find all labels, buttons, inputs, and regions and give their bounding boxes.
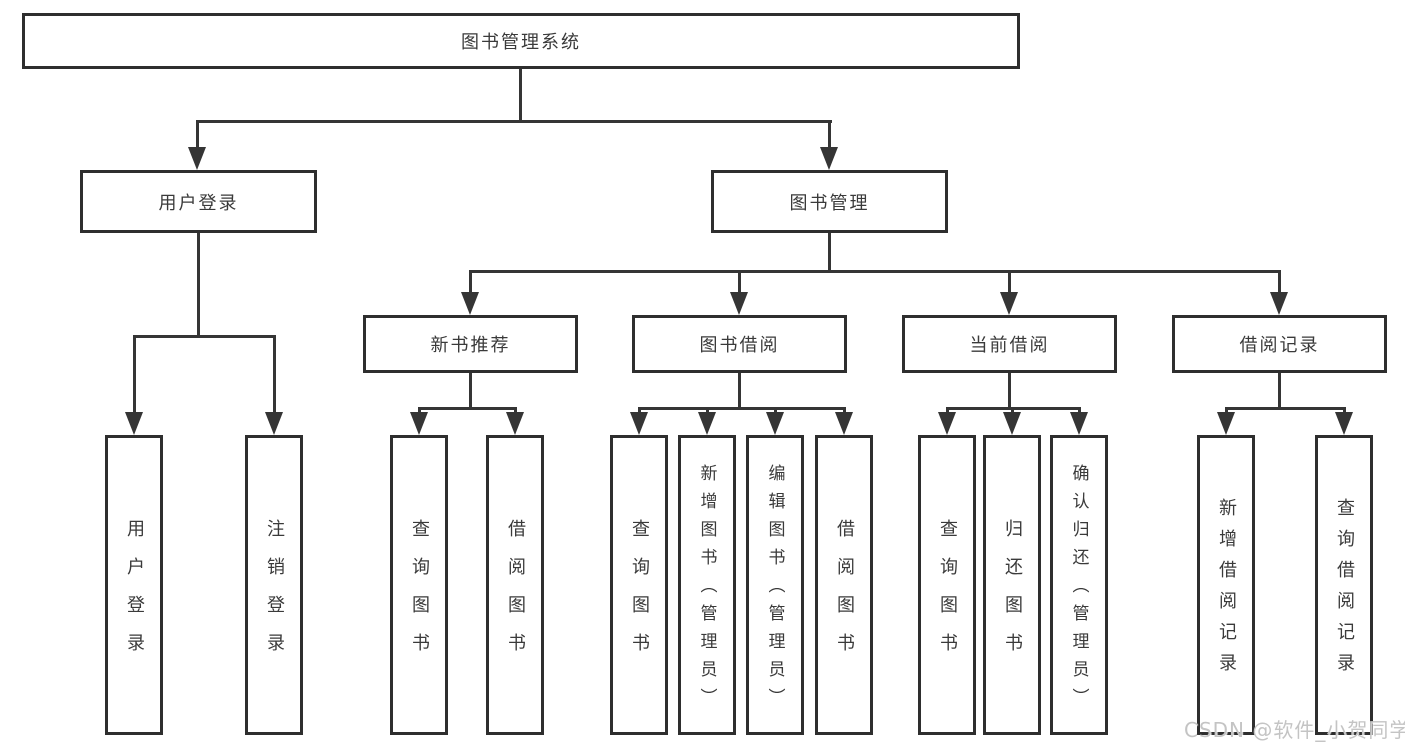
node-book-management-label: 图书管理 xyxy=(789,192,870,214)
leaf-current-return-books: 归还图书 xyxy=(983,435,1041,735)
leaf-borrowing-add-books-admin-label: 新增图书（管理员） xyxy=(696,464,717,716)
leaf-current-confirm-return-admin: 确认归还（管理员） xyxy=(1050,435,1108,735)
arrow-down-icon xyxy=(1003,412,1021,435)
arrow-down-icon xyxy=(1335,412,1353,435)
arrow-down-icon xyxy=(1070,412,1088,435)
connector-to-leaf-user-login xyxy=(133,335,136,413)
connector-to-new-books xyxy=(469,270,472,295)
leaf-current-return-books-label: 归还图书 xyxy=(1002,519,1023,671)
connector-leaf-drop xyxy=(1225,407,1228,415)
arrow-down-icon xyxy=(1000,292,1018,315)
leaf-records-query-record: 查询借阅记录 xyxy=(1315,435,1373,735)
connector-borrowing-stem xyxy=(738,371,741,409)
leaf-borrowing-borrow-books-label: 借阅图书 xyxy=(834,519,855,671)
leaf-borrowing-add-books-admin: 新增图书（管理员） xyxy=(678,435,736,735)
connector-book-mgmt-stem xyxy=(828,231,831,272)
connector-leaf-drop xyxy=(514,407,517,415)
connector-records-stem xyxy=(1278,371,1281,409)
arrow-down-icon xyxy=(410,412,428,435)
node-user-login: 用户登录 xyxy=(80,170,317,233)
node-root-label: 图书管理系统 xyxy=(461,32,581,53)
node-book-borrowing-label: 图书借阅 xyxy=(699,335,780,356)
leaf-newbooks-borrow-books: 借阅图书 xyxy=(486,435,544,735)
leaf-borrowing-query-books: 查询图书 xyxy=(610,435,668,735)
leaf-logout-label: 注销登录 xyxy=(264,519,285,671)
arrow-down-icon xyxy=(461,292,479,315)
arrow-down-icon xyxy=(938,412,956,435)
arrow-down-icon xyxy=(188,147,206,170)
node-current-borrowing-label: 当前借阅 xyxy=(969,335,1050,356)
csdn-watermark: CSDN @软件_小贺同学 xyxy=(1184,718,1405,742)
leaf-borrowing-edit-books-admin: 编辑图书（管理员） xyxy=(746,435,804,735)
connector-to-leaf-logout xyxy=(273,335,276,413)
connector-book-mgmt-bar xyxy=(469,270,1280,273)
connector-leaf-drop xyxy=(946,407,949,415)
node-book-borrowing: 图书借阅 xyxy=(632,315,847,373)
connector-root-to-book-mgmt xyxy=(828,120,831,150)
connector-to-current xyxy=(1008,270,1011,295)
arrow-down-icon xyxy=(698,412,716,435)
arrow-down-icon xyxy=(835,412,853,435)
connector-to-borrowing xyxy=(738,270,741,295)
leaf-newbooks-borrow-books-label: 借阅图书 xyxy=(505,519,526,671)
leaf-current-query-books-label: 查询图书 xyxy=(937,519,958,671)
connector-records-bar xyxy=(1225,407,1346,410)
node-new-book-recommendation-label: 新书推荐 xyxy=(430,335,511,356)
connector-leaf-drop xyxy=(843,407,846,415)
leaf-logout: 注销登录 xyxy=(245,435,303,735)
leaf-borrowing-query-books-label: 查询图书 xyxy=(629,519,650,671)
node-root: 图书管理系统 xyxy=(22,13,1020,69)
connector-borrowing-bar xyxy=(638,407,846,410)
leaf-borrowing-borrow-books: 借阅图书 xyxy=(815,435,873,735)
node-book-management: 图书管理 xyxy=(711,170,948,233)
leaf-user-login: 用户登录 xyxy=(105,435,163,735)
connector-leaf-drop xyxy=(1078,407,1081,415)
connector-new-books-bar xyxy=(418,407,517,410)
leaf-records-add-record: 新增借阅记录 xyxy=(1197,435,1255,735)
connector-leaf-drop xyxy=(706,407,709,415)
connector-leaf-drop xyxy=(1343,407,1346,415)
leaf-user-login-label: 用户登录 xyxy=(124,519,145,671)
arrow-down-icon xyxy=(1270,292,1288,315)
node-borrowing-records: 借阅记录 xyxy=(1172,315,1387,373)
arrow-down-icon xyxy=(265,412,283,435)
connector-user-login-bar xyxy=(133,335,276,338)
leaf-borrowing-edit-books-admin-label: 编辑图书（管理员） xyxy=(764,464,785,716)
arrow-down-icon xyxy=(125,412,143,435)
connector-to-records xyxy=(1278,270,1281,295)
arrow-down-icon xyxy=(766,412,784,435)
arrow-down-icon xyxy=(730,292,748,315)
leaf-records-query-record-label: 查询借阅记录 xyxy=(1334,498,1355,684)
connector-leaf-drop xyxy=(638,407,641,415)
connector-root-bar xyxy=(196,120,832,123)
connector-root-stem xyxy=(519,67,522,122)
arrow-down-icon xyxy=(506,412,524,435)
node-current-borrowing: 当前借阅 xyxy=(902,315,1117,373)
leaf-current-query-books: 查询图书 xyxy=(918,435,976,735)
connector-leaf-drop xyxy=(418,407,421,415)
connector-root-to-user-login xyxy=(196,120,199,150)
arrow-down-icon xyxy=(1217,412,1235,435)
leaf-newbooks-query-books-label: 查询图书 xyxy=(409,519,430,671)
connector-leaf-drop xyxy=(1011,407,1014,415)
connector-leaf-drop xyxy=(774,407,777,415)
leaf-newbooks-query-books: 查询图书 xyxy=(390,435,448,735)
leaf-records-add-record-label: 新增借阅记录 xyxy=(1216,498,1237,684)
arrow-down-icon xyxy=(630,412,648,435)
connector-current-stem xyxy=(1008,371,1011,409)
connector-user-login-stem xyxy=(197,231,200,337)
leaf-current-confirm-return-admin-label: 确认归还（管理员） xyxy=(1068,464,1089,716)
connector-new-books-stem xyxy=(469,371,472,409)
node-user-login-label: 用户登录 xyxy=(158,192,239,214)
node-borrowing-records-label: 借阅记录 xyxy=(1239,335,1320,356)
arrow-down-icon xyxy=(820,147,838,170)
node-new-book-recommendation: 新书推荐 xyxy=(363,315,578,373)
